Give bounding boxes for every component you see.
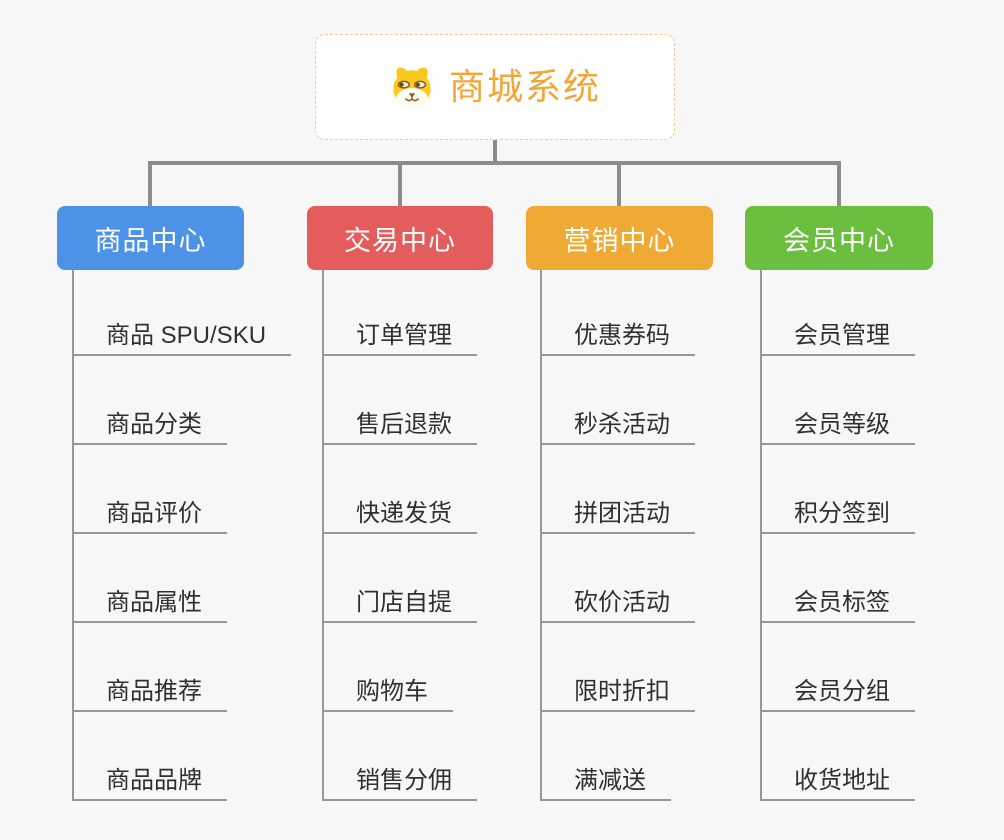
leaf-node[interactable]: 商品 SPU/SKU: [74, 267, 292, 356]
leaf-label: 会员管理: [762, 322, 915, 356]
leaf-node[interactable]: 订单管理: [324, 267, 477, 356]
leaf-node[interactable]: 门店自提: [324, 534, 477, 623]
leaf-label: 订单管理: [324, 322, 477, 356]
leaf-label: 快递发货: [324, 500, 477, 534]
leaf-label: 收货地址: [762, 767, 915, 801]
leaf-node[interactable]: 会员管理: [762, 267, 915, 356]
leaf-node[interactable]: 秒杀活动: [542, 356, 695, 445]
root-title: 商城系统: [448, 66, 601, 107]
leaf-label: 商品分类: [74, 411, 227, 445]
leaf-list-product-center: 商品 SPU/SKU 商品分类 商品评价 商品属性 商品推荐 商品品牌: [72, 267, 292, 801]
leaf-node[interactable]: 优惠券码: [542, 267, 695, 356]
leaf-label: 会员等级: [762, 411, 915, 445]
leaf-node[interactable]: 满减送: [542, 712, 695, 801]
leaf-list-member-center: 会员管理 会员等级 积分签到 会员标签 会员分组 收货地址: [760, 267, 915, 801]
leaf-node[interactable]: 收货地址: [762, 712, 915, 801]
connector-root-stub: [493, 139, 497, 163]
connector-horizontal: [148, 161, 841, 165]
leaf-node[interactable]: 砍价活动: [542, 534, 695, 623]
leaf-label: 销售分佣: [324, 767, 477, 801]
leaf-node[interactable]: 售后退款: [324, 356, 477, 445]
connector-drop-2: [398, 163, 402, 207]
leaf-label: 秒杀活动: [542, 411, 695, 445]
leaf-node[interactable]: 购物车: [324, 623, 477, 712]
root-node[interactable]: 商城系统: [315, 34, 675, 140]
leaf-label: 满减送: [542, 767, 671, 801]
leaf-node[interactable]: 商品属性: [74, 534, 291, 623]
branch-node-trade-center[interactable]: 交易中心: [307, 206, 493, 270]
connector-drop-3: [617, 163, 621, 207]
branch-label: 营销中心: [563, 225, 676, 256]
leaf-node[interactable]: 会员分组: [762, 623, 915, 712]
leaf-node[interactable]: 商品品牌: [74, 712, 291, 801]
leaf-node[interactable]: 销售分佣: [324, 712, 477, 801]
leaf-label: 拼团活动: [542, 500, 695, 534]
leaf-label: 会员分组: [762, 678, 915, 712]
leaf-node[interactable]: 拼团活动: [542, 445, 695, 534]
branch-label: 商品中心: [94, 225, 207, 256]
leaf-node[interactable]: 限时折扣: [542, 623, 695, 712]
dog-face-icon: [393, 67, 431, 108]
leaf-label: 门店自提: [324, 589, 477, 623]
leaf-node[interactable]: 快递发货: [324, 445, 477, 534]
leaf-label: 优惠券码: [542, 322, 695, 356]
leaf-label: 会员标签: [762, 589, 915, 623]
connector-drop-4: [837, 163, 841, 207]
leaf-list-marketing-center: 优惠券码 秒杀活动 拼团活动 砍价活动 限时折扣 满减送: [540, 267, 695, 801]
leaf-node[interactable]: 商品分类: [74, 356, 291, 445]
branch-node-product-center[interactable]: 商品中心: [57, 206, 244, 270]
branch-label: 会员中心: [783, 225, 895, 256]
branch-label: 交易中心: [344, 225, 456, 256]
leaf-label: 商品推荐: [74, 678, 227, 712]
leaf-label: 积分签到: [762, 500, 915, 534]
leaf-label: 商品品牌: [74, 767, 227, 801]
leaf-list-trade-center: 订单管理 售后退款 快递发货 门店自提 购物车 销售分佣: [322, 267, 477, 801]
leaf-label: 售后退款: [324, 411, 477, 445]
leaf-node[interactable]: 商品评价: [74, 445, 291, 534]
leaf-label: 购物车: [324, 678, 453, 712]
leaf-label: 商品评价: [74, 500, 227, 534]
leaf-label: 商品属性: [74, 589, 227, 623]
branch-node-marketing-center[interactable]: 营销中心: [526, 206, 713, 270]
leaf-node[interactable]: 积分签到: [762, 445, 915, 534]
branch-node-member-center[interactable]: 会员中心: [745, 206, 933, 270]
connector-drop-1: [148, 163, 152, 207]
leaf-node[interactable]: 会员等级: [762, 356, 915, 445]
leaf-label: 限时折扣: [542, 678, 695, 712]
leaf-node[interactable]: 商品推荐: [74, 623, 291, 712]
leaf-node[interactable]: 会员标签: [762, 534, 915, 623]
leaf-label: 砍价活动: [542, 589, 695, 623]
leaf-label: 商品 SPU/SKU: [74, 322, 292, 356]
